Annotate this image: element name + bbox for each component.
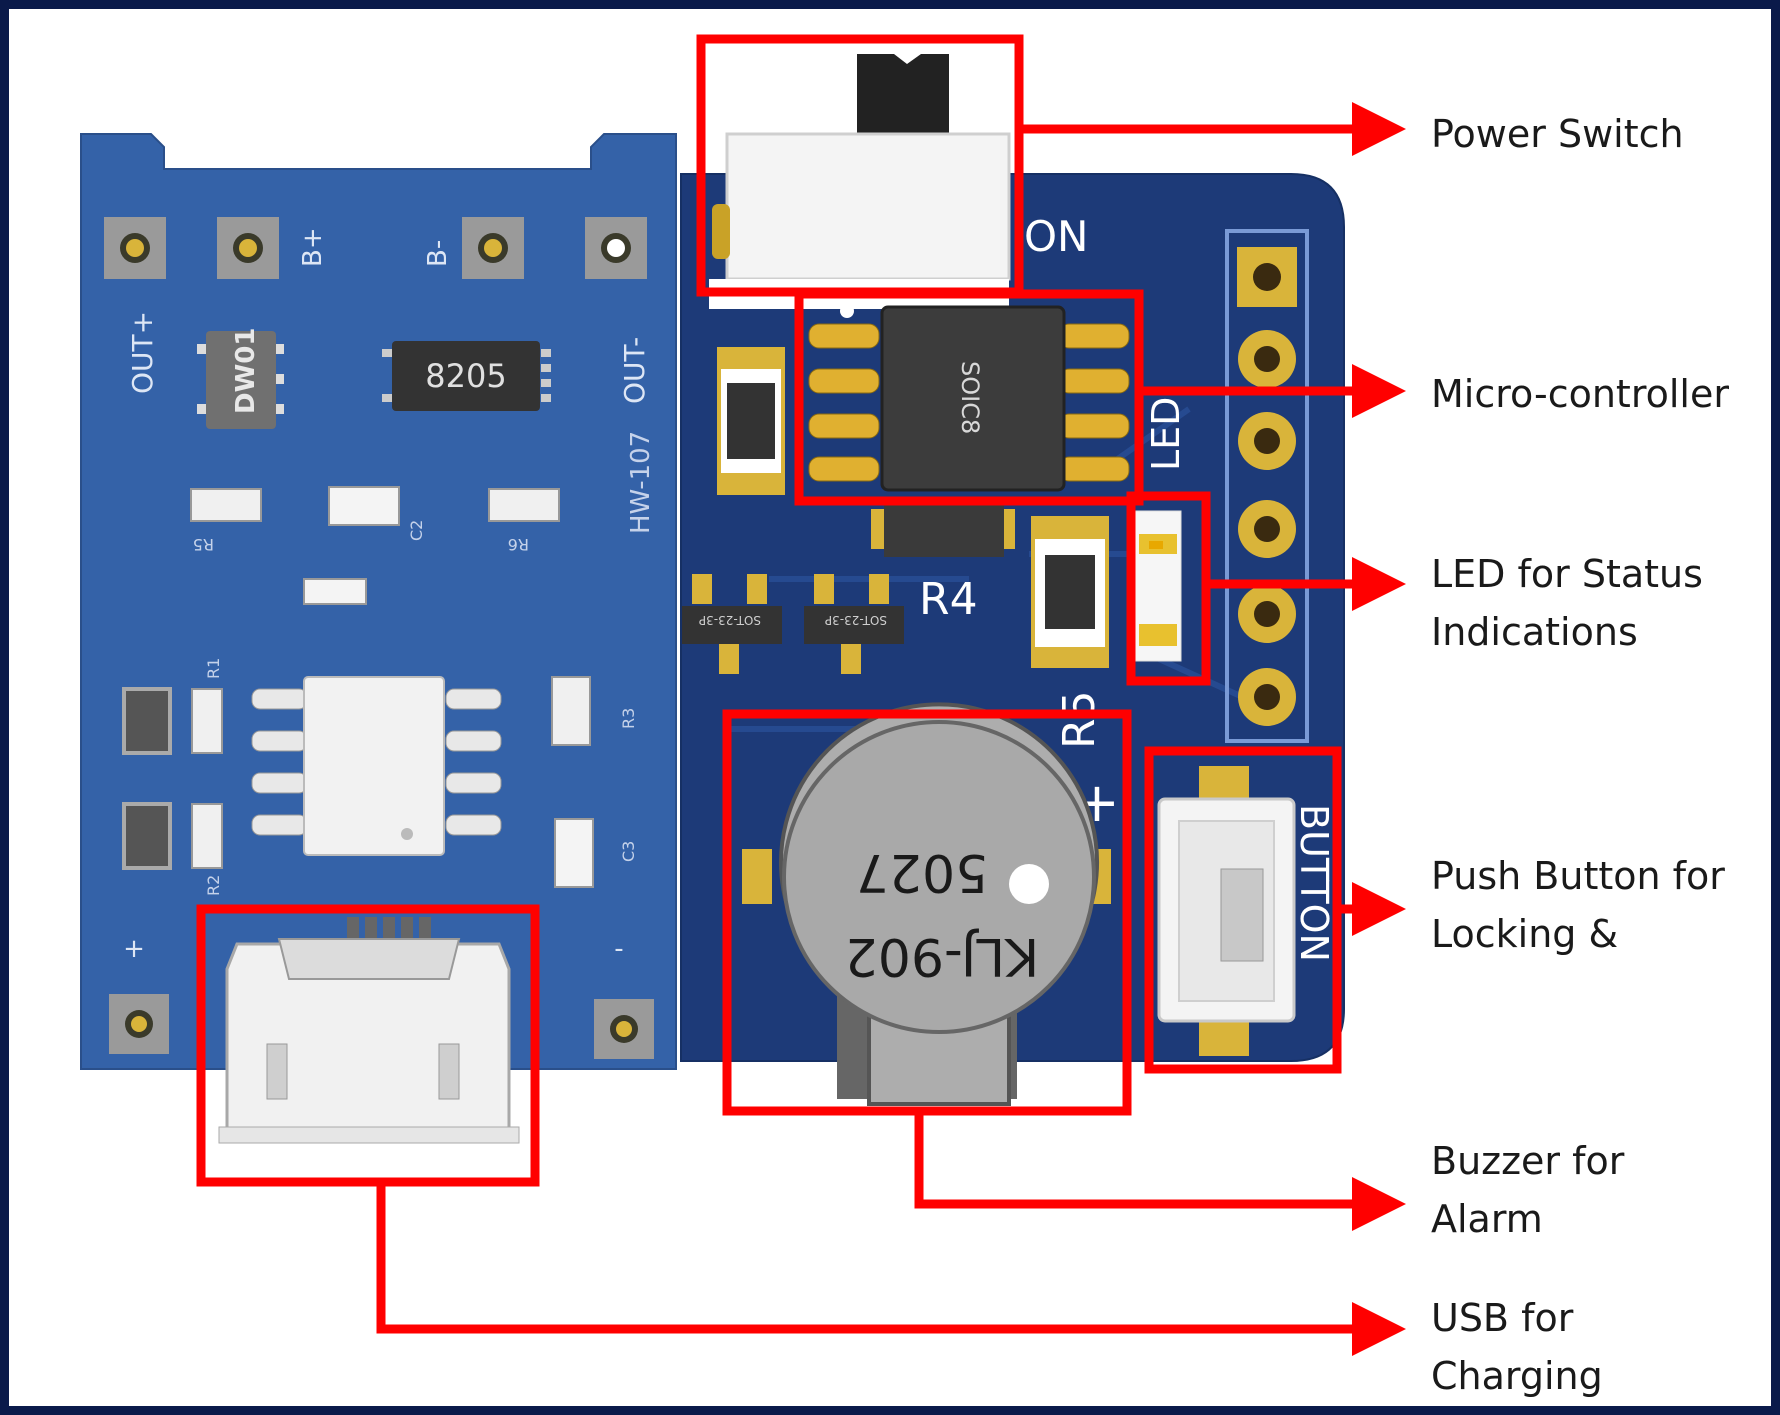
label-led-status-line2: Indications	[1431, 610, 1638, 654]
resistor-vertical-left	[717, 347, 785, 495]
charger-plus-sign: +	[123, 934, 145, 964]
micro-usb-connector	[219, 917, 519, 1143]
diode-2	[124, 804, 170, 868]
soic8-text: SOIC8	[956, 361, 984, 434]
label-led-status-line1: LED for Status	[1431, 552, 1703, 596]
label-r5: R5	[193, 535, 214, 554]
led-silk-label: LED	[1144, 397, 1188, 471]
chip-8205-text: 8205	[425, 357, 506, 395]
label-power-switch: Power Switch	[1431, 112, 1684, 156]
label-micro-controller: Micro-controller	[1431, 372, 1729, 416]
label-r3: R3	[619, 708, 638, 729]
resistor-r3	[552, 677, 590, 745]
buzzer-code-text: 5027	[856, 842, 988, 902]
main-board: ON LED R4 R5 + S	[681, 54, 1344, 1104]
chip-dw01: DW01	[197, 328, 284, 429]
label-buzzer-line1: Buzzer for	[1431, 1139, 1625, 1183]
pcb-diagram: B+ B- OUT+ OUT- DW01 8205 HW-107 R5 C2 R…	[9, 9, 1771, 1406]
leader-buzzer	[919, 1111, 1379, 1204]
callout-labels: Power Switch Micro-controller LED for St…	[1431, 112, 1729, 1398]
res-r5-main-label: R5	[1054, 690, 1105, 749]
label-usb-line1: USB for	[1431, 1296, 1574, 1340]
sot-right-text: SOT-23-3P	[825, 613, 887, 627]
label-c2: C2	[407, 520, 426, 541]
label-r1: R1	[204, 658, 223, 679]
slide-switch	[709, 54, 1009, 309]
resistor-r1	[192, 689, 222, 753]
resistor-r5	[191, 489, 261, 521]
chip-8205: 8205	[382, 341, 551, 411]
label-buzzer-line2: Alarm	[1431, 1197, 1543, 1241]
diode-1	[124, 689, 170, 753]
charger-minus-sign: -	[614, 934, 623, 964]
sot-left-text: SOT-23-3P	[699, 613, 761, 627]
transistor-dpak	[871, 501, 1015, 557]
small-smd	[304, 579, 366, 604]
pad-label-out-plus: OUT+	[126, 311, 159, 394]
chip-dw01-text: DW01	[231, 328, 261, 414]
charger-board: B+ B- OUT+ OUT- DW01 8205 HW-107 R5 C2 R…	[81, 134, 676, 1143]
capacitor-c3	[555, 819, 593, 887]
label-r6: R6	[508, 535, 529, 554]
label-push-button-line1: Push Button for	[1431, 854, 1725, 898]
label-c3: C3	[619, 841, 638, 862]
switch-on-label: ON	[1024, 212, 1088, 261]
label-push-button-line2: Locking &	[1431, 912, 1618, 956]
pad-label-b-plus: B+	[298, 227, 328, 267]
label-r2: R2	[204, 875, 223, 896]
resistor-r6	[489, 489, 559, 521]
capacitor-c2	[329, 487, 399, 525]
label-usb-line2: Charging	[1431, 1354, 1603, 1398]
button-silk-label: BUTTON	[1292, 804, 1336, 962]
pad-label-b-minus: B-	[423, 240, 453, 267]
board-model-label: HW-107	[626, 431, 656, 534]
pad-label-out-minus: OUT-	[618, 337, 651, 404]
status-led	[1135, 511, 1181, 661]
buzzer-model-text: KLJ-902	[845, 926, 1040, 986]
resistor-r2	[192, 804, 222, 868]
res-r4-label: R4	[919, 574, 978, 625]
capacitor-vertical	[1031, 516, 1109, 668]
